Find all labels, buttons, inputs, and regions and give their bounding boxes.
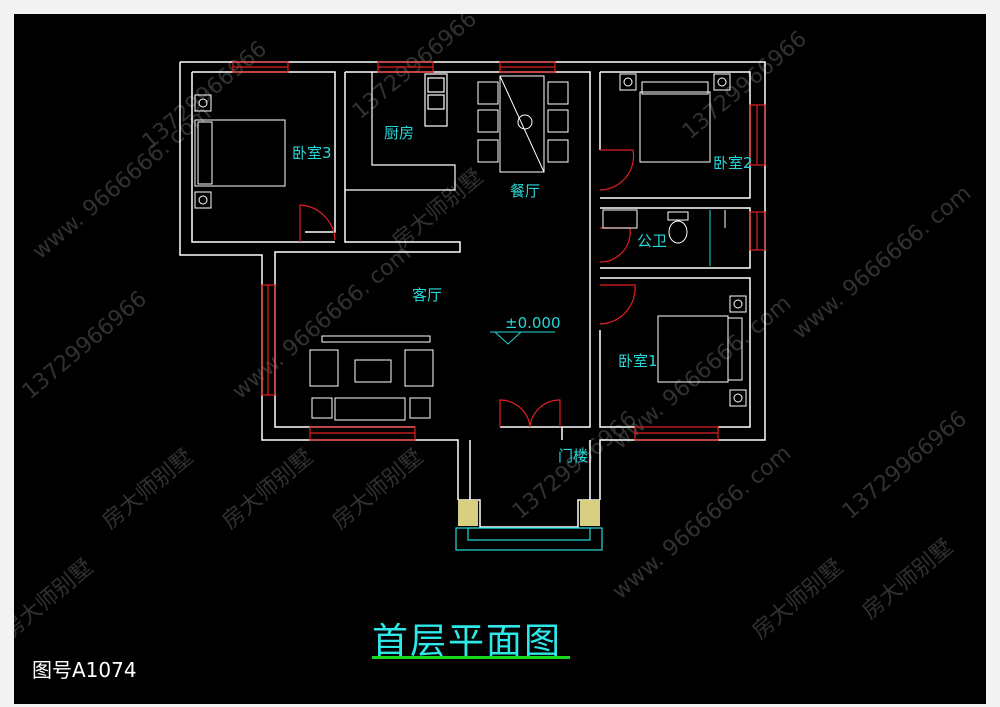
door-bedroom2 bbox=[599, 149, 635, 191]
elevation-marker: ±0.000 bbox=[490, 314, 561, 345]
door-bathroom bbox=[599, 227, 631, 263]
watermark-site: www. 9666666. com bbox=[608, 291, 796, 455]
step bbox=[467, 527, 591, 541]
room-label-bedroom3: 卧室3 bbox=[292, 144, 332, 162]
room-label-kitchen: 厨房 bbox=[384, 124, 414, 142]
elevation-label: ±0.000 bbox=[505, 314, 561, 332]
kitchen-counter bbox=[345, 72, 456, 191]
porch-column bbox=[458, 500, 478, 526]
sink bbox=[424, 73, 448, 127]
living-furniture bbox=[309, 335, 434, 421]
watermark-brand: 房大师别墅 bbox=[328, 445, 428, 535]
inner-wall-line bbox=[191, 72, 335, 243]
inner-wall-line bbox=[345, 71, 591, 428]
watermark-phone: 13729966966 bbox=[18, 286, 152, 404]
room-label-entrance: 门楼 bbox=[558, 447, 588, 465]
watermark-phone: 13729966966 bbox=[678, 26, 812, 144]
watermark-site: www. 9666666. com bbox=[28, 101, 216, 265]
doors bbox=[299, 149, 636, 428]
outer-wall-outline-left bbox=[179, 62, 459, 500]
floor-plan: 13729966966 13729966966 13729966966 1372… bbox=[14, 14, 976, 645]
dining-table bbox=[477, 75, 569, 173]
bathroom-fixtures bbox=[602, 209, 726, 266]
inner-wall-line bbox=[274, 72, 461, 428]
watermark-site: www. 9666666. com bbox=[608, 441, 796, 605]
watermark-brand: 房大师别墅 bbox=[388, 165, 488, 255]
room-label-living: 客厅 bbox=[412, 286, 442, 304]
watermark-brand: 房大师别墅 bbox=[748, 555, 848, 645]
inner-wall-line bbox=[600, 207, 751, 269]
watermark-brand: 房大师别墅 bbox=[14, 555, 98, 645]
door-bedroom1 bbox=[599, 284, 636, 325]
drawing-title: 首层平面图 bbox=[372, 621, 563, 662]
watermark-site: www. 9666666. com bbox=[788, 181, 976, 345]
door-entrance-left bbox=[499, 399, 531, 428]
step bbox=[455, 527, 603, 551]
inner-wall-line bbox=[600, 277, 751, 428]
outer-wall-outline bbox=[180, 61, 766, 500]
windows bbox=[232, 61, 766, 441]
room-label-bathroom: 公卫 bbox=[637, 232, 667, 250]
bed-bedroom1 bbox=[657, 295, 747, 407]
door-entrance-right bbox=[529, 399, 561, 428]
door-bedroom3 bbox=[299, 204, 336, 242]
bed-bedroom2 bbox=[619, 73, 731, 163]
title-underline bbox=[372, 656, 570, 659]
inner-wall-line bbox=[599, 330, 635, 428]
room-label-bedroom2: 卧室2 bbox=[713, 154, 753, 172]
watermark-brand: 房大师别墅 bbox=[98, 445, 198, 535]
watermark-brand: 房大师别墅 bbox=[218, 445, 318, 535]
watermark-site: www. 9666666. com bbox=[228, 241, 416, 405]
watermark-phone: 13729966966 bbox=[348, 14, 482, 125]
drawing-canvas: 13729966966 13729966966 13729966966 1372… bbox=[14, 14, 986, 704]
watermark-phone: 13729966966 bbox=[838, 406, 972, 524]
room-label-bedroom1: 卧室1 bbox=[618, 352, 658, 370]
porch-column bbox=[580, 500, 600, 526]
watermark-brand: 房大师别墅 bbox=[858, 535, 958, 625]
drawing-number: 图号A1074 bbox=[32, 658, 137, 682]
porch-steps bbox=[455, 527, 603, 551]
room-label-dining: 餐厅 bbox=[510, 182, 540, 200]
bed-bedroom3 bbox=[194, 94, 286, 209]
